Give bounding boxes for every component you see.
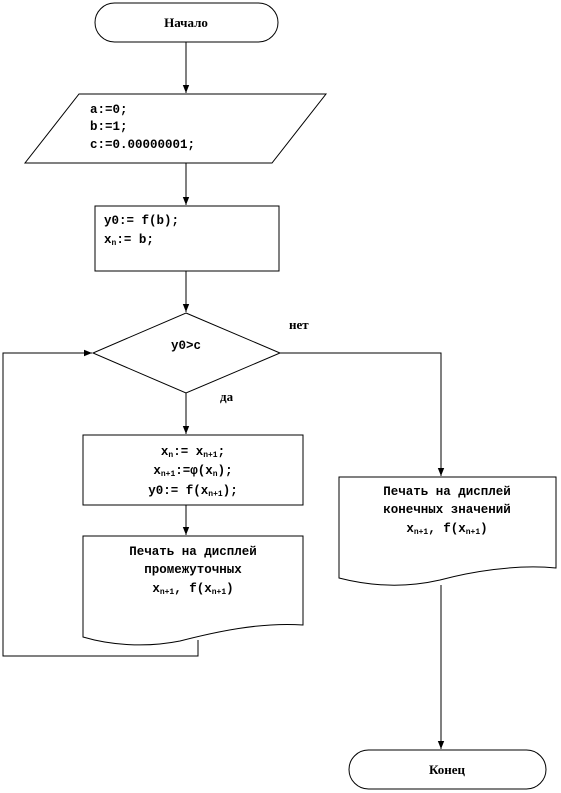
print-final-line-2: конечных значений — [383, 503, 511, 517]
input-line-1: a:=0; — [90, 103, 128, 117]
input-line-2: b:=1; — [90, 120, 128, 134]
decision-yes-label: да — [220, 389, 234, 404]
print-mid-line-2: промежуточных — [144, 563, 242, 577]
print-mid-line-3: xn+1, f(xn+1) — [152, 582, 233, 597]
decision-block: y0>c — [91, 312, 282, 394]
loop-back-arrow — [2, 349, 199, 657]
input-block: a:=0; b:=1; c:=0.00000001; — [23, 93, 328, 164]
init-line-2: xn:= b; — [104, 233, 154, 248]
print-mid-line-1: Печать на дисплей — [129, 545, 257, 559]
init-line-1: y0:= f(b); — [104, 214, 179, 228]
start-terminator: Начало — [94, 2, 279, 43]
arrow-decision-no — [280, 352, 445, 476]
print-final-line-1: Печать на дисплей — [383, 485, 511, 499]
print-final-block: Печать на дисплей конечных значений xn+1… — [338, 476, 557, 586]
start-label: Начало — [164, 15, 208, 30]
update-line-1: xn:= xn+1; — [161, 445, 225, 460]
decision-no-label: нет — [289, 317, 309, 332]
end-terminator: Конец — [348, 749, 547, 790]
init-block: y0:= f(b); xn:= b; — [94, 205, 280, 272]
update-line-2: xn+1:=φ(xn); — [153, 464, 232, 479]
update-line-3: y0:= f(xn+1); — [148, 484, 237, 499]
print-final-line-3: xn+1, f(xn+1) — [406, 522, 487, 537]
update-block: xn:= xn+1; xn+1:=φ(xn); y0:= f(xn+1); — [82, 434, 304, 506]
input-line-3: c:=0.00000001; — [90, 138, 195, 152]
print-intermediate-block: Печать на дисплей промежуточных xn+1, f(… — [82, 535, 304, 646]
end-label: Конец — [429, 762, 466, 777]
decision-label: y0>c — [171, 339, 201, 353]
